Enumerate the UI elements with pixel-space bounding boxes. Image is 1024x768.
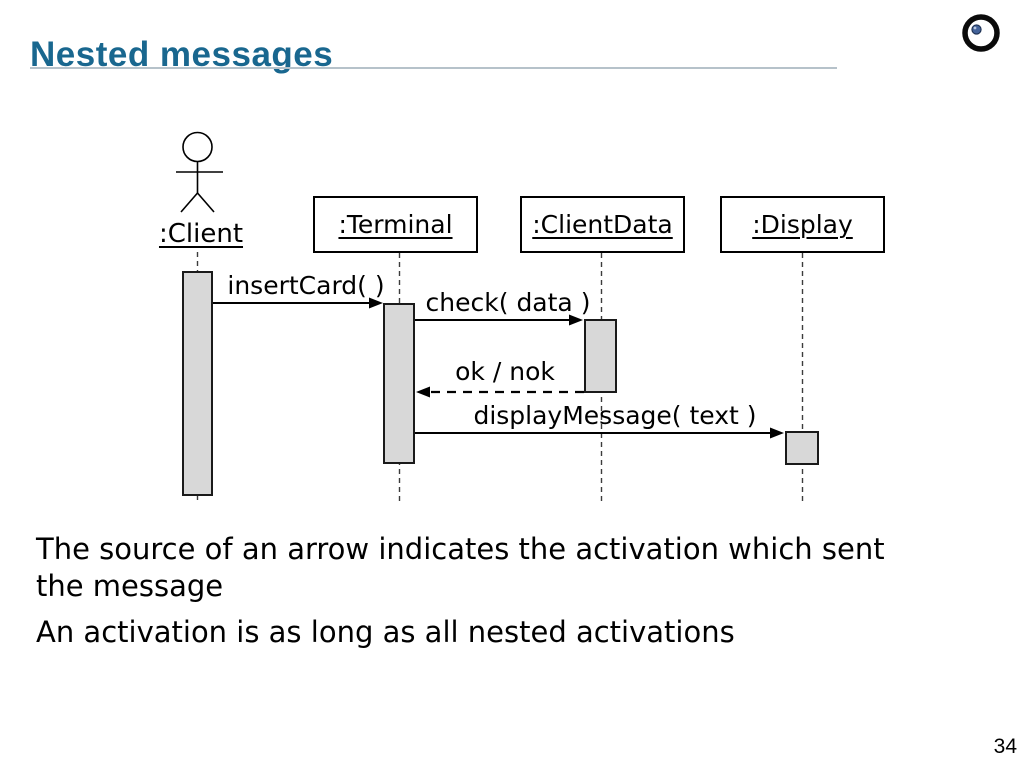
actor-label-client: :Client (158, 219, 244, 249)
arrowhead-insertcard (369, 297, 383, 309)
note-line: An activation is as long as all nested a… (36, 615, 735, 649)
note-activation-length: An activation is as long as all nested a… (36, 614, 885, 651)
note-line: the message (36, 569, 224, 603)
note-source-of-arrow: The source of an arrow indicates the act… (36, 531, 885, 605)
circle-dot-logo-icon (962, 14, 1000, 52)
activation-bar-client (182, 271, 213, 496)
object-box-display: :Display (720, 196, 885, 253)
object-label-terminal: :Terminal (338, 210, 453, 239)
message-label-ok-nok: ok / nok (455, 357, 555, 386)
object-box-clientdata: :ClientData (520, 196, 685, 253)
title-divider (30, 67, 837, 69)
activation-bar-display (785, 431, 819, 465)
message-label-check: check( data ) (425, 288, 591, 317)
note-line: The source of an arrow indicates the act… (36, 532, 885, 566)
notes: The source of an arrow indicates the act… (36, 531, 885, 660)
object-label-clientdata: :ClientData (532, 210, 673, 239)
object-label-display: :Display (752, 210, 853, 239)
message-label-insertcard: insertCard( ) (227, 271, 385, 300)
actor-figure-icon (176, 131, 223, 213)
arrowhead-check (569, 314, 583, 326)
page-number: 34 (993, 735, 1017, 758)
arrowhead-displaymessage (770, 427, 784, 439)
object-box-terminal: :Terminal (313, 196, 478, 253)
arrowhead-ok-nok (416, 386, 430, 398)
activation-bar-terminal (383, 303, 415, 464)
message-label-displaymessage: displayMessage( text ) (473, 401, 757, 430)
activation-bar-clientdata (584, 319, 617, 393)
